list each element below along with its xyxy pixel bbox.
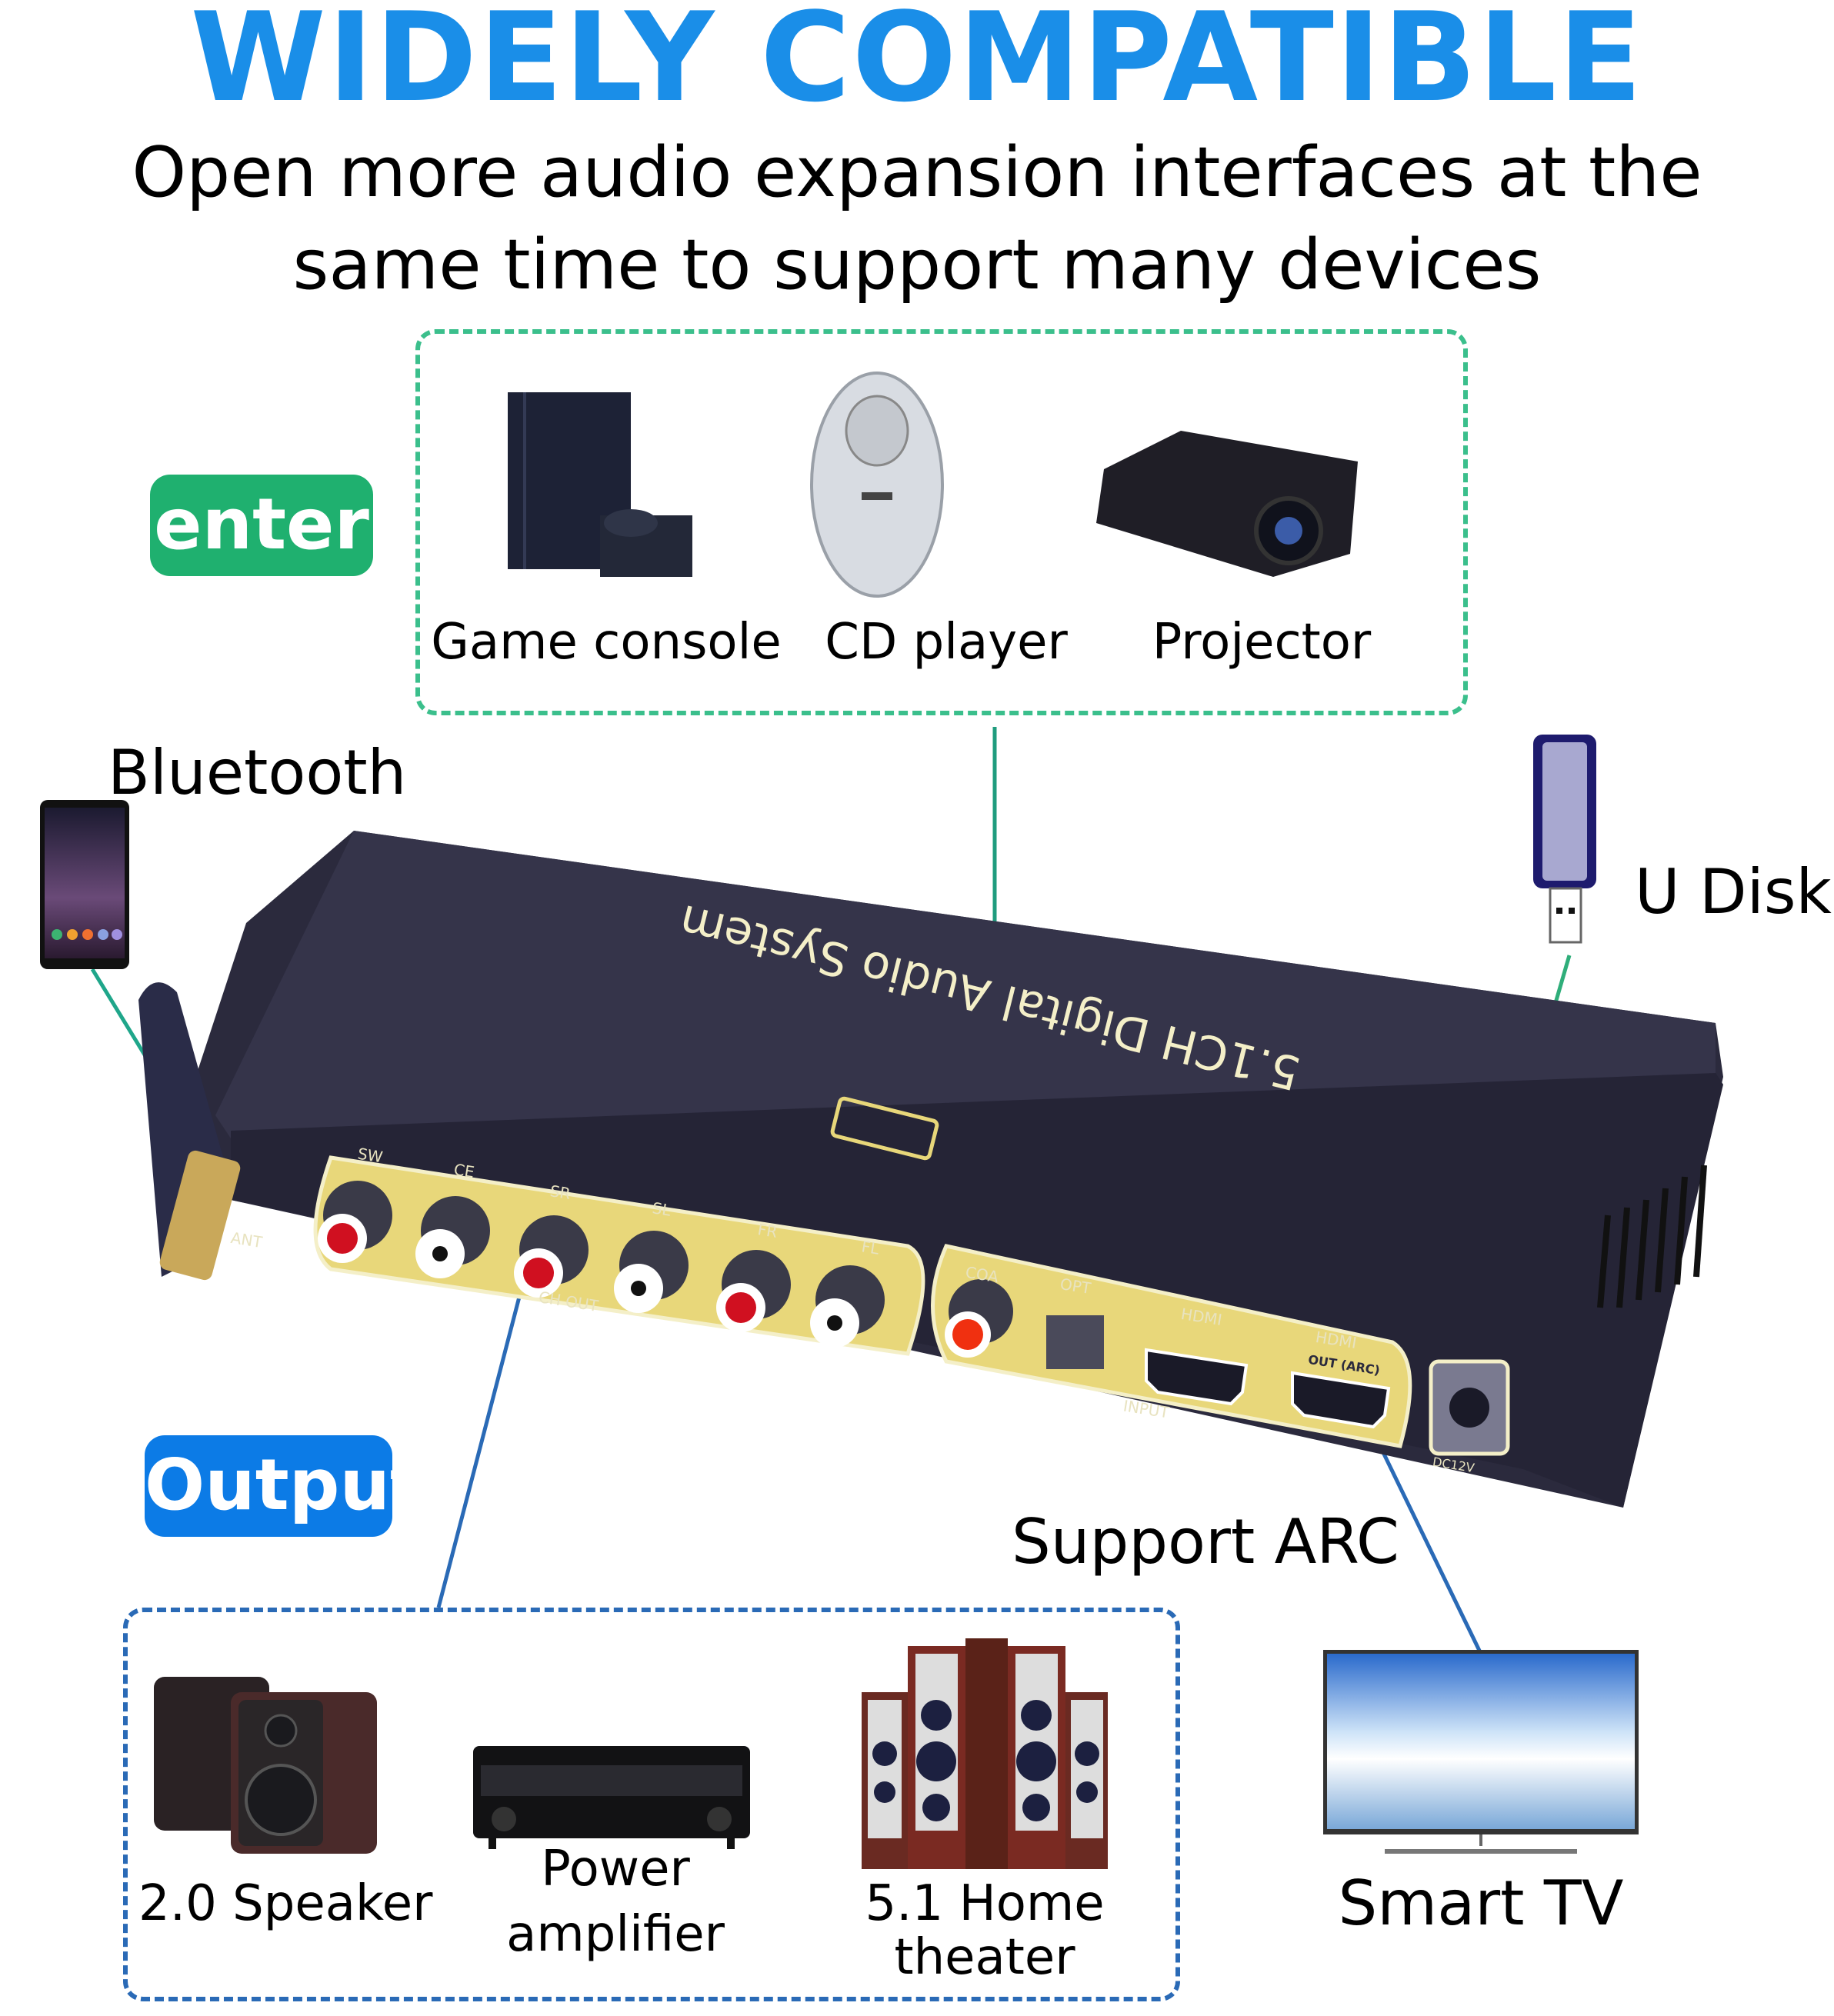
bluetooth-label: Bluetooth: [108, 737, 407, 808]
jack-sr[interactable]: [514, 1215, 589, 1298]
jack-coaxial[interactable]: [945, 1279, 1013, 1358]
optical-port[interactable]: [1046, 1315, 1104, 1369]
tv-label: Smart TV: [1338, 1868, 1624, 1939]
page-title: WIDELY COMPATIBLE: [190, 0, 1644, 129]
jack-sw[interactable]: [318, 1181, 392, 1263]
usb-drive-icon: [1533, 735, 1596, 944]
smartphone-icon: [40, 800, 129, 969]
input-devices-box: [415, 329, 1468, 715]
port-label-sr: SR: [549, 1181, 572, 1203]
hdmi-input-port[interactable]: [1145, 1348, 1249, 1406]
port-label-fr: FR: [756, 1220, 779, 1241]
tv-icon: [1323, 1650, 1639, 1854]
output-device-label-line2: amplifier: [506, 1906, 725, 1963]
output-device-label-line1: 5.1 Home: [865, 1875, 1105, 1932]
input-device-label: Game console: [431, 614, 782, 671]
jack-fl[interactable]: [810, 1265, 885, 1348]
jack-sl[interactable]: [614, 1231, 689, 1313]
port-label-fl: FL: [860, 1237, 881, 1258]
output-devices-box: [123, 1608, 1180, 2001]
hdmi-arc-port[interactable]: [1291, 1371, 1391, 1429]
arc-support-label: Support ARC: [1012, 1506, 1399, 1578]
jack-ce[interactable]: [415, 1196, 490, 1278]
input-device-label: Projector: [1152, 614, 1372, 671]
input-badge: enter: [150, 475, 373, 576]
output-device-label: 2.0 Speaker: [138, 1875, 433, 1932]
speaker-icon: [154, 1677, 377, 1854]
game-console-icon: [508, 392, 692, 577]
projector-icon: [1096, 431, 1358, 577]
output-device-label-line1: Power: [541, 1841, 690, 1898]
brand-logo-icon: [830, 1096, 939, 1161]
cd-player-icon: [810, 372, 944, 598]
jack-fr[interactable]: [716, 1250, 791, 1332]
output-device-label-line2: theater: [894, 1929, 1075, 1986]
output-badge: Output: [145, 1435, 424, 1537]
port-label-sl: SL: [651, 1198, 672, 1220]
input-device-label: CD player: [825, 614, 1068, 671]
subtitle-line-1: Open more audio expansion interfaces at …: [132, 132, 1702, 213]
home-theater-icon: [862, 1638, 1108, 1869]
subtitle-line-2: same time to support many devices: [292, 225, 1542, 305]
amplifier-icon: [473, 1746, 750, 1849]
port-label-ce: CE: [452, 1160, 476, 1181]
port-label-sw: SW: [356, 1144, 385, 1167]
udisk-label: U Disk: [1635, 856, 1832, 928]
